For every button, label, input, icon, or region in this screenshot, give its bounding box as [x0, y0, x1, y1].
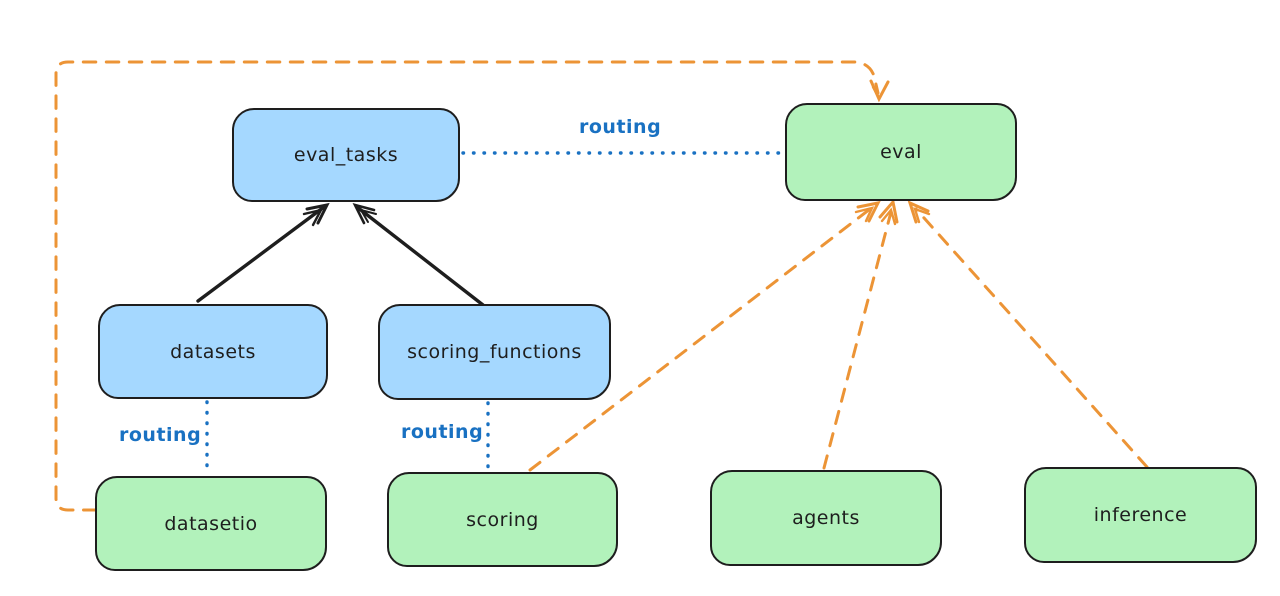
node-datasets: datasets [98, 304, 328, 399]
edge-scoring-to-eval [528, 200, 881, 472]
node-datasets-label: datasets [170, 340, 256, 363]
node-eval-label: eval [880, 141, 922, 163]
node-inference-label: inference [1093, 504, 1188, 526]
edge-label-routing-eval_tasks-eval: routing [579, 116, 662, 138]
node-eval_tasks-label: eval_tasks [293, 144, 399, 166]
node-agents: agents [710, 470, 942, 566]
node-scoring_functions: scoring_functions [378, 304, 611, 400]
node-datasetio: datasetio [95, 476, 327, 571]
node-scoring-label: scoring [466, 508, 539, 531]
node-inference: inference [1024, 467, 1257, 563]
edge-datasetio-to-eval [54, 60, 890, 512]
node-eval_tasks: eval_tasks [232, 108, 460, 202]
edge-label-routing-datasets-datasetio: routing [119, 424, 202, 446]
edge-inference-to-eval [907, 200, 1149, 469]
node-datasetio-label: datasetio [164, 512, 258, 535]
node-scoring: scoring [387, 472, 618, 567]
node-agents-label: agents [792, 507, 860, 529]
edge-datasets-to-eval_tasks [196, 202, 330, 303]
edge-label-routing-scoring_functions-scoring: routing [401, 421, 484, 443]
edge-scoring_functions-to-eval_tasks [352, 203, 485, 307]
node-eval: eval [785, 103, 1017, 201]
edge-agents-to-eval [822, 198, 899, 470]
node-scoring_functions-label: scoring_functions [407, 341, 582, 363]
